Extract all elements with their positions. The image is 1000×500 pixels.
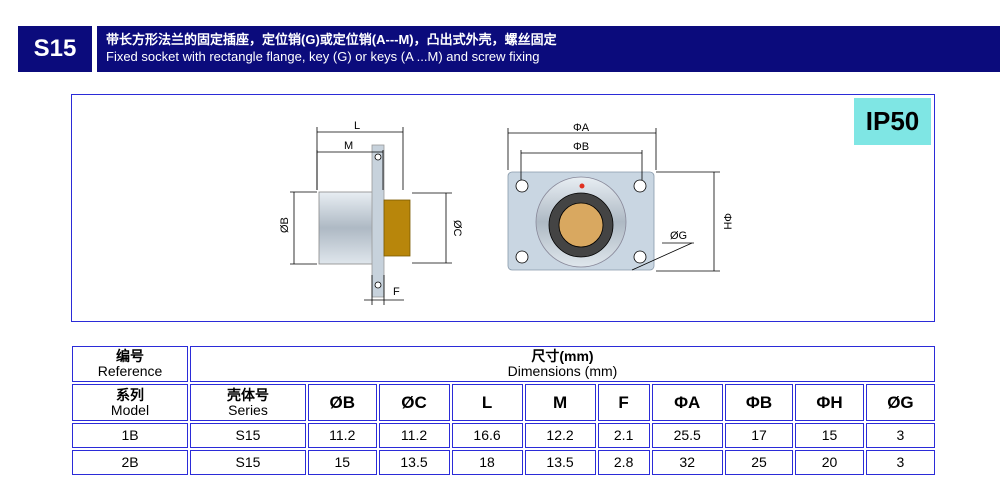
cell-value: 18 [451,450,523,475]
cell-value: 13.5 [524,450,596,475]
col-header: ØG [865,384,935,421]
cell-value: 11.2 [308,423,377,448]
cell-value: 2.8 [597,450,650,475]
col-header: ΦA [651,384,723,421]
side-view [290,127,452,305]
technical-drawing: IP50 L M ØB ØC F ΦA ΦB ΦH ØG [71,94,935,322]
series-code-badge: S15 [18,26,92,72]
cell-value: 3 [865,423,935,448]
reference-en: Reference [97,363,163,379]
col-header: ØB [308,384,377,421]
front-view [507,128,720,272]
header-banner: 带长方形法兰的固定插座，定位销(G)或定位销(A---M)，凸出式外壳，螺丝固定… [97,26,1000,72]
cell-value: 15 [308,450,377,475]
label-OC: ØC [451,220,463,237]
col-header: F [597,384,650,421]
col-header: ΦH [795,384,864,421]
col-header: L [451,384,523,421]
label-OG: ØG [670,230,687,242]
cell-value: 17 [724,423,794,448]
cell-model: 2B [72,450,188,475]
cell-value: 25.5 [651,423,723,448]
cell-value: 2.1 [597,423,650,448]
cell-value: 32 [651,450,723,475]
dimensions-cn: 尺寸(mm) [531,348,594,364]
table-row: 2B S15 15 13.5 18 13.5 2.8 32 25 20 3 [72,450,935,475]
cell-value: 16.6 [451,423,523,448]
cell-value: 3 [865,450,935,475]
series-en: Series [228,401,268,418]
cell-value: 13.5 [378,450,450,475]
cell-value: 12.2 [524,423,596,448]
label-phiB: ΦB [573,141,589,153]
cell-value: 15 [795,423,864,448]
reference-cn: 编号 [116,348,144,364]
dimensions-header: 尺寸(mm)Dimensions (mm) [190,346,935,382]
title-chinese: 带长方形法兰的固定插座，定位销(G)或定位销(A---M)，凸出式外壳，螺丝固定 [106,32,557,47]
label-L: L [354,120,360,132]
cell-value: 11.2 [378,423,450,448]
cell-value: 20 [795,450,864,475]
col-header: M [524,384,596,421]
ip-rating-badge: IP50 [854,98,931,145]
series-cn: 壳体号 [227,386,269,403]
table-row: 1B S15 11.2 11.2 16.6 12.2 2.1 25.5 17 1… [72,423,935,448]
title-english: Fixed socket with rectangle flange, key … [106,49,540,64]
model-en: Model [110,401,150,418]
cell-series: S15 [190,423,306,448]
label-phiH: ΦH [721,213,733,230]
label-phiA: ΦA [573,122,590,134]
model-cn: 系列 [116,386,144,403]
label-F: F [393,286,400,298]
cell-series: S15 [190,450,306,475]
col-header: ΦB [724,384,794,421]
connector-drawings: L M ØB ØC F ΦA ΦB ΦH ØG [279,120,733,305]
cell-value: 25 [724,450,794,475]
cell-model: 1B [72,423,188,448]
dimensions-en: Dimensions (mm) [507,363,618,379]
label-OB: ØB [279,217,291,233]
col-header: ØC [378,384,450,421]
label-M: M [344,140,353,152]
